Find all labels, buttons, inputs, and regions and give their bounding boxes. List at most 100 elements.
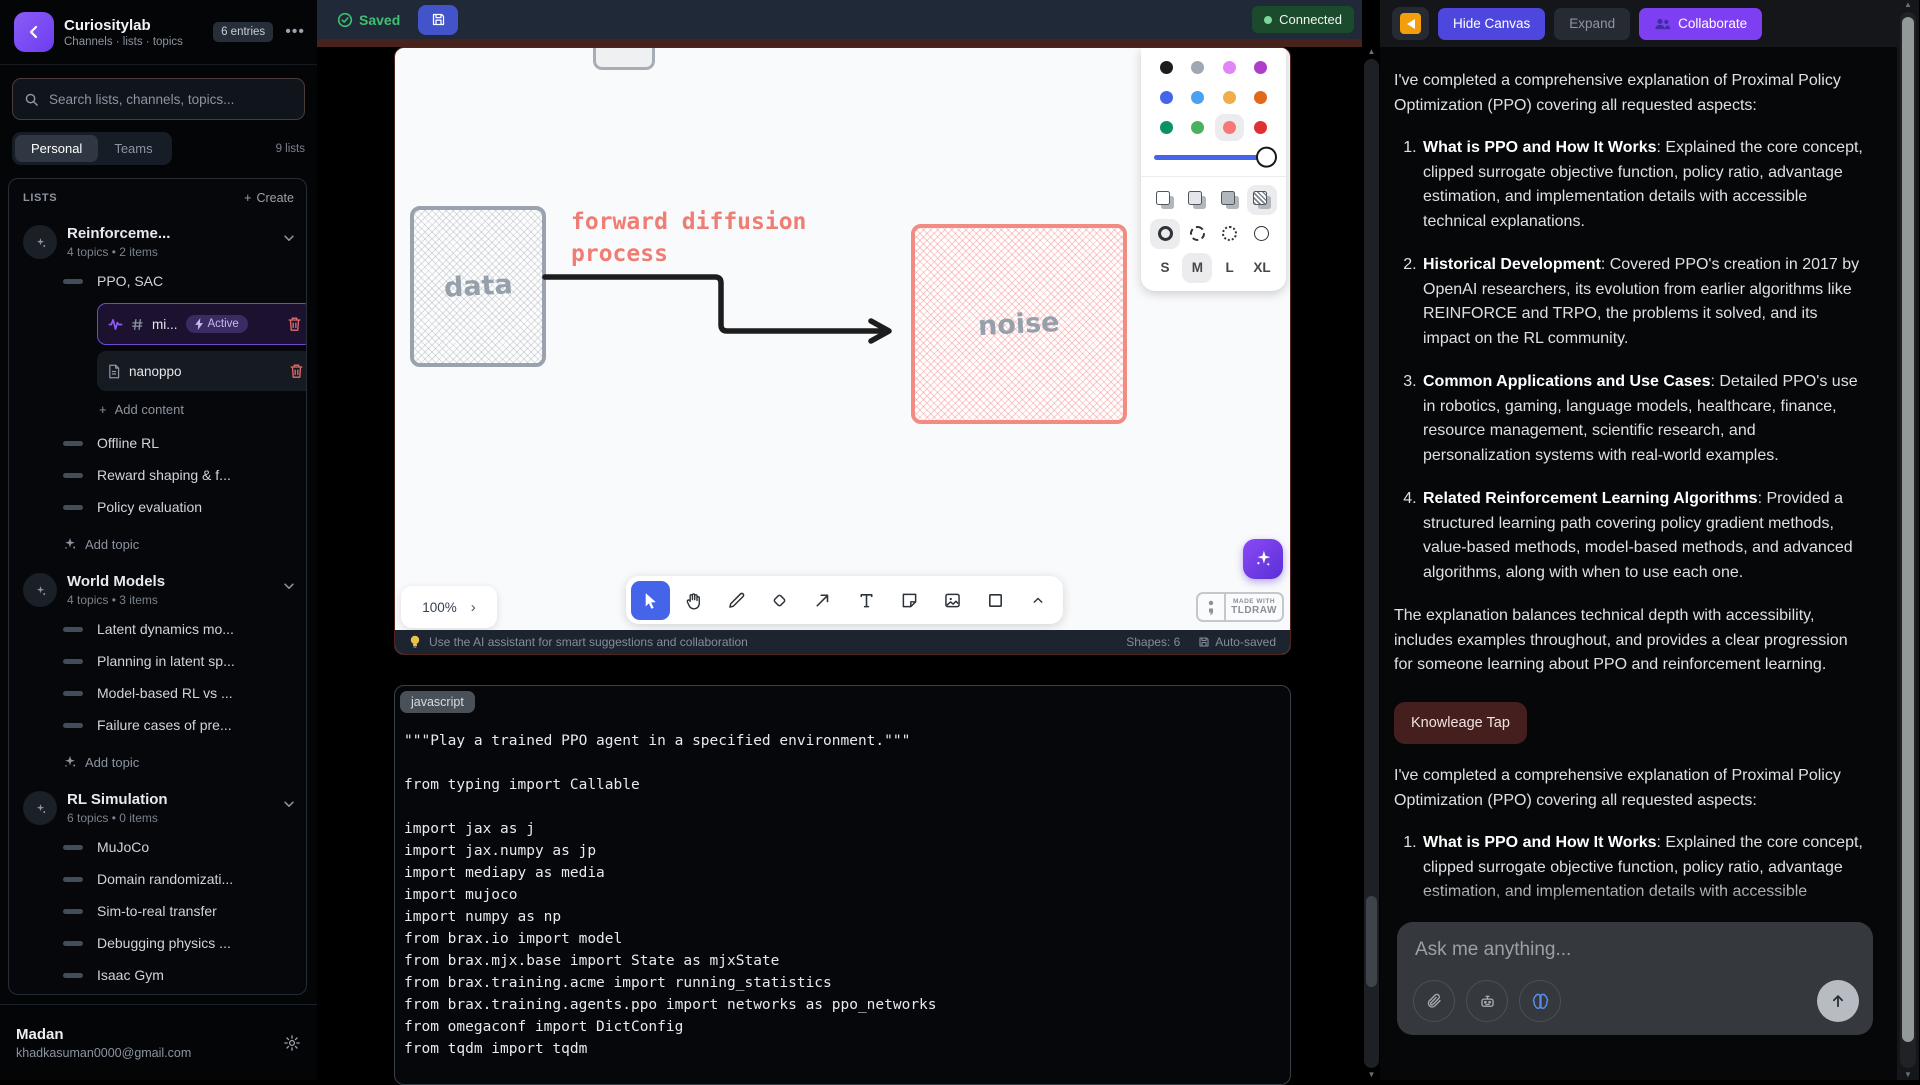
fill-none-button[interactable] [1150, 185, 1180, 215]
tab-teams[interactable]: Teams [114, 141, 153, 156]
chat-input-box[interactable] [1397, 922, 1873, 1035]
data-shape[interactable]: data [410, 206, 546, 367]
zoom-control[interactable]: 100% › [401, 586, 497, 628]
color-swatch-light-violet[interactable] [1215, 54, 1244, 81]
gear-icon[interactable] [283, 1034, 301, 1052]
trash-icon[interactable] [287, 316, 302, 332]
scrollbar-thumb[interactable] [1366, 896, 1377, 988]
tool-select[interactable] [631, 580, 670, 620]
size-l-button[interactable]: L [1225, 260, 1234, 275]
tool-text[interactable] [847, 581, 886, 620]
size-xl-button[interactable]: XL [1253, 260, 1271, 275]
color-swatch-light-blue[interactable] [1183, 84, 1212, 111]
attachment-button[interactable] [1413, 980, 1455, 1022]
topic-item[interactable]: PPO, SAC [63, 265, 302, 297]
topic-item[interactable]: Reward shaping & f... [63, 459, 302, 491]
tool-draw[interactable] [717, 581, 756, 620]
expand-button[interactable]: Expand [1554, 7, 1631, 40]
list-item-active[interactable]: mi...Active [97, 303, 306, 345]
chevron-down-icon[interactable] [282, 573, 300, 593]
save-button[interactable] [418, 4, 459, 35]
size-m-button[interactable]: M [1182, 252, 1213, 283]
add-topic-button[interactable]: Add topic [63, 749, 302, 775]
page-vertical-scrollbar[interactable]: ▲ ▼ [1897, 0, 1919, 1080]
search-box[interactable] [12, 78, 305, 120]
chat-input[interactable] [1413, 938, 1861, 962]
fill-solid-button[interactable] [1215, 185, 1245, 215]
topic-item[interactable]: Sim-to-real transfer [63, 895, 302, 927]
topic-item[interactable]: Failure cases of pre... [63, 709, 302, 741]
color-swatch-green[interactable] [1152, 114, 1181, 141]
topic-item[interactable]: Offline RL [63, 427, 302, 459]
tool-more[interactable] [1019, 581, 1058, 620]
topic-item[interactable]: Isaac Gym [63, 959, 302, 991]
tldraw-watermark[interactable]: MADE WITH TLDRAW [1196, 592, 1284, 622]
tab-personal[interactable]: Personal [15, 135, 99, 162]
more-menu-icon[interactable]: ••• [285, 23, 305, 40]
noise-shape[interactable]: noise [911, 224, 1127, 424]
process-text-shape[interactable]: forward diffusion process [571, 209, 807, 267]
opacity-slider-thumb[interactable] [1256, 146, 1277, 168]
scroll-down-icon[interactable]: ▼ [1904, 1070, 1912, 1079]
scroll-down-icon[interactable]: ▼ [1367, 1070, 1376, 1079]
search-input[interactable] [47, 90, 293, 108]
topic-item[interactable]: Domain randomizati... [63, 863, 302, 895]
opacity-slider[interactable] [1141, 143, 1286, 174]
dash-dashed-button[interactable] [1182, 219, 1212, 249]
collapse-panel-button[interactable] [1392, 7, 1429, 40]
color-swatch-violet[interactable] [1246, 54, 1275, 81]
dash-solid-button[interactable] [1247, 219, 1277, 249]
topic-item[interactable]: Policy evaluation [63, 491, 302, 523]
add-topic-button[interactable]: Add topic [63, 531, 302, 557]
color-swatch-light-green[interactable] [1183, 114, 1212, 141]
color-swatch-light-red[interactable] [1214, 114, 1244, 141]
chevron-down-icon[interactable] [282, 791, 300, 811]
topic-item[interactable]: Latent dynamics mo... [63, 613, 302, 645]
tool-rectangle[interactable] [976, 581, 1015, 620]
size-s-button[interactable]: S [1160, 260, 1170, 275]
scroll-up-icon[interactable]: ▲ [1904, 0, 1912, 9]
scrollbar-thumb[interactable] [1902, 17, 1914, 1042]
back-button[interactable] [14, 12, 54, 52]
list-header-1[interactable]: Reinforceme...4 topics • 2 items [23, 225, 300, 259]
topic-item[interactable]: Model-based RL vs ... [63, 677, 302, 709]
chevron-down-icon[interactable] [282, 225, 300, 245]
color-swatch-blue[interactable] [1152, 84, 1181, 111]
knowledge-tap-badge[interactable]: Knowleage Tap [1394, 701, 1527, 744]
color-swatch-red[interactable] [1246, 114, 1275, 141]
scroll-up-icon[interactable]: ▲ [1367, 47, 1376, 56]
collaborate-button[interactable]: Collaborate [1639, 7, 1763, 40]
send-button[interactable] [1817, 980, 1859, 1022]
tool-eraser[interactable] [760, 581, 799, 620]
tool-image[interactable] [933, 581, 972, 620]
knowledge-button[interactable] [1519, 980, 1561, 1022]
topic-item[interactable]: Debugging physics ... [63, 927, 302, 959]
offscreen-shape-fragment[interactable] [593, 48, 655, 70]
dash-draw-button[interactable] [1150, 218, 1180, 249]
topic-item[interactable]: MuJoCo [63, 831, 302, 863]
fill-semi-button[interactable] [1182, 185, 1212, 215]
color-swatch-grey[interactable] [1183, 54, 1212, 81]
trash-icon[interactable] [289, 363, 304, 379]
list-item[interactable]: nanoppo [97, 351, 306, 391]
agent-button[interactable] [1466, 980, 1508, 1022]
tool-arrow[interactable] [803, 581, 842, 620]
color-swatch-yellow[interactable] [1215, 84, 1244, 111]
tldraw-canvas[interactable]: data forward diffusion process noise S [395, 48, 1290, 632]
elbow-arrow-shape[interactable] [535, 260, 907, 344]
topic-item[interactable]: Planning in latent sp... [63, 645, 302, 677]
main-vertical-scrollbar[interactable]: ▲ ▼ [1363, 47, 1380, 1080]
fill-pattern-button[interactable] [1246, 184, 1277, 215]
color-swatch-black[interactable] [1152, 54, 1181, 81]
create-list-button[interactable]: + Create [244, 191, 294, 205]
color-swatch-orange[interactable] [1246, 84, 1275, 111]
tool-hand[interactable] [674, 581, 713, 620]
add-content-button[interactable]: +Add content [99, 401, 184, 417]
tool-note[interactable] [890, 581, 929, 620]
code-content[interactable]: """Play a trained PPO agent in a specifi… [404, 733, 937, 1057]
hide-canvas-button[interactable]: Hide Canvas [1438, 7, 1546, 40]
ai-assistant-button[interactable] [1243, 539, 1283, 579]
dash-dotted-button[interactable] [1215, 219, 1245, 249]
